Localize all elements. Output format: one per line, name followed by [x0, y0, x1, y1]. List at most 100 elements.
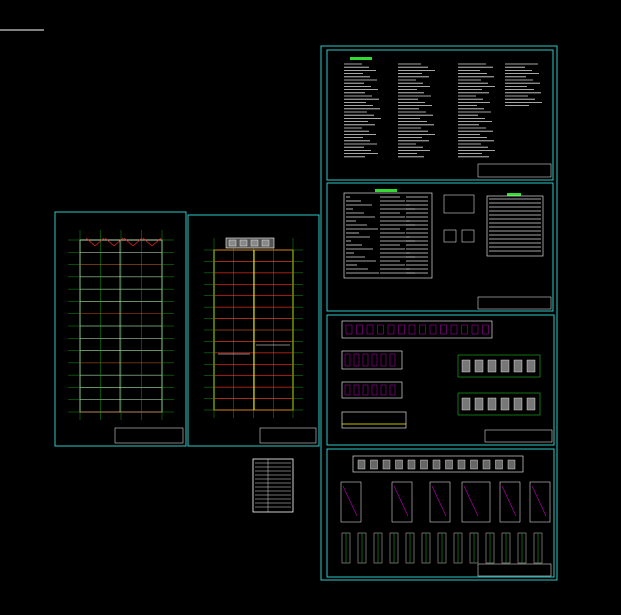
- room-fill: [513, 397, 523, 411]
- window-detail: [443, 229, 457, 243]
- window-mark: [429, 324, 437, 335]
- window-mark: [440, 324, 447, 335]
- detail-frame: [429, 481, 451, 523]
- detail-hatch: [431, 485, 447, 517]
- window-mark: [382, 459, 391, 470]
- window-mark: [507, 459, 516, 470]
- window-mark: [457, 459, 466, 470]
- window-mark: [398, 324, 405, 335]
- room-fill: [513, 359, 523, 373]
- detail-frame: [340, 481, 362, 523]
- window-mark: [407, 459, 416, 470]
- room-fill: [487, 397, 497, 411]
- window-mark: [470, 459, 478, 470]
- secondary-table: [486, 195, 544, 257]
- roof-line: [132, 237, 143, 247]
- roof-line: [123, 237, 134, 247]
- room-fill: [487, 359, 497, 373]
- window-mark: [387, 324, 395, 335]
- window-mark: [366, 324, 374, 335]
- window-mark: [389, 384, 396, 396]
- standalone-table[interactable]: [252, 458, 294, 513]
- window-mark: [389, 353, 396, 367]
- sheet-details[interactable]: [326, 448, 555, 578]
- detail-frame: [529, 481, 551, 523]
- plan-drawing: [68, 230, 174, 420]
- elevation-outline: [352, 455, 524, 473]
- window-mark: [345, 324, 353, 335]
- header-cell: [261, 239, 270, 247]
- sheet-border: [326, 49, 554, 181]
- roof-line: [104, 237, 115, 247]
- right-column-frame: [320, 45, 558, 581]
- schedule-table: [343, 192, 544, 279]
- window-mark: [370, 459, 378, 470]
- sheet-floor-plan-left[interactable]: [54, 211, 187, 447]
- roof-line: [151, 237, 162, 247]
- room-fill: [461, 397, 471, 411]
- schedule-grid: [343, 192, 433, 279]
- window-mark: [461, 324, 468, 335]
- title-block: [259, 427, 317, 444]
- window-mark: [357, 459, 366, 470]
- detail-frame: [461, 481, 491, 523]
- sheet-design-notes[interactable]: [326, 49, 554, 181]
- title-block: [484, 429, 553, 443]
- window-mark: [353, 353, 360, 367]
- detail-frame: [391, 481, 413, 523]
- window-mark: [344, 353, 351, 367]
- roof-line: [142, 237, 153, 247]
- schedule-heading: [375, 189, 397, 192]
- elevation-outline: [341, 381, 403, 399]
- window-mark: [356, 324, 363, 335]
- header-block: [225, 237, 275, 249]
- window-mark: [450, 324, 458, 335]
- title-block: [477, 296, 552, 310]
- title-block: [477, 563, 552, 577]
- room-fill: [500, 397, 510, 411]
- section-outline: [341, 411, 407, 429]
- plan-drawing: [204, 237, 303, 418]
- window-mark: [419, 324, 426, 335]
- room-fill: [500, 359, 510, 373]
- window-mark: [371, 353, 378, 367]
- room-fill: [461, 359, 471, 373]
- window-mark: [344, 384, 351, 396]
- sheet-border: [326, 314, 555, 446]
- header-cell: [228, 239, 237, 247]
- notes-heading: [350, 57, 372, 60]
- room-fill: [474, 397, 484, 411]
- window-mark: [353, 384, 360, 396]
- detail-drawings: [340, 455, 551, 564]
- elevation-drawings: [341, 320, 541, 429]
- sheet-border: [326, 448, 555, 578]
- window-mark: [408, 324, 416, 335]
- detail-frame: [499, 481, 521, 523]
- window-mark: [495, 459, 503, 470]
- table-heading: [507, 193, 521, 196]
- window-mark: [395, 459, 403, 470]
- title-block: [477, 163, 552, 178]
- window-mark: [371, 384, 378, 396]
- window-mark: [380, 384, 387, 396]
- detail-hatch: [393, 485, 409, 517]
- roof-line: [94, 237, 105, 247]
- window-mark: [380, 353, 387, 367]
- sheet-elevations-sections[interactable]: [326, 314, 555, 446]
- table-border: [252, 458, 294, 513]
- sheet-door-window-schedule[interactable]: [326, 182, 554, 312]
- sheet-floor-plan-right[interactable]: [187, 214, 320, 447]
- window-mark: [432, 459, 441, 470]
- window-mark: [420, 459, 428, 470]
- window-detail: [461, 229, 475, 243]
- header-cell: [250, 239, 259, 247]
- sheet-border: [54, 211, 187, 447]
- detail-hatch: [501, 485, 517, 517]
- roof-line: [113, 237, 124, 247]
- elevation-outline: [341, 320, 493, 339]
- window-mark: [482, 459, 491, 470]
- door-detail: [443, 194, 475, 214]
- roof-line: [85, 237, 96, 247]
- room-fill: [526, 397, 536, 411]
